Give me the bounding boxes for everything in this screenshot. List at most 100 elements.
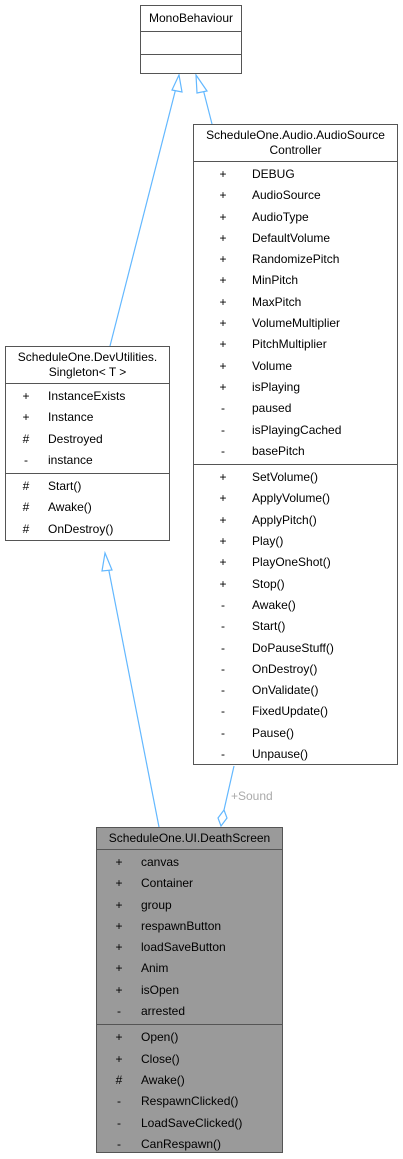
class-audiosourcecontroller[interactable]: ScheduleOne.Audio.AudioSource Controller… xyxy=(193,124,398,765)
methods-section: + Open() + Close() #Awake()-RespawnClicked()… xyxy=(97,1025,282,1157)
member-row[interactable]: + group xyxy=(97,895,282,916)
member-name: respawnButton xyxy=(141,918,222,933)
class-title-line1: ScheduleOne.DevUtilities. xyxy=(17,350,158,364)
member-name: ApplyPitch() xyxy=(252,512,317,527)
member-name: SetVolume() xyxy=(252,470,319,485)
member-row[interactable]: +AudioSource xyxy=(194,185,397,206)
attributes-section: +InstanceExists+Instance#Destroyed-insta… xyxy=(6,384,169,475)
member-row[interactable]: +isPlaying xyxy=(194,377,397,398)
member-name: OnDestroy() xyxy=(252,661,318,676)
visibility-marker: - xyxy=(221,661,225,676)
member-row[interactable]: +InstanceExists xyxy=(6,386,169,407)
member-name: group xyxy=(141,897,172,912)
attributes-section xyxy=(141,32,241,55)
member-name: Destroyed xyxy=(48,431,103,446)
member-row[interactable]: +isOpen xyxy=(97,980,282,1001)
visibility-marker: + xyxy=(219,188,227,203)
visibility-marker: + xyxy=(115,897,123,912)
visibility-marker: # xyxy=(22,479,30,494)
visibility-marker: + xyxy=(115,982,123,997)
member-row[interactable]: +MinPitch xyxy=(194,270,397,291)
member-row[interactable]: +PitchMultiplier xyxy=(194,334,397,355)
member-name: canvas xyxy=(141,855,180,869)
member-name: RandomizePitch xyxy=(252,252,340,267)
visibility-marker: + xyxy=(219,209,227,224)
member-row[interactable]: + MaxPitch xyxy=(194,292,397,313)
visibility-marker: + xyxy=(219,230,227,245)
member-name: ApplyVolume() xyxy=(252,491,331,506)
member-row[interactable]: #Awake() xyxy=(6,497,169,518)
member-row[interactable]: +DefaultVolume xyxy=(194,228,397,249)
member-name: Close() xyxy=(141,1051,180,1066)
member-row[interactable]: +SetVolume() xyxy=(194,467,397,488)
member-row[interactable]: +RandomizePitch xyxy=(194,249,397,270)
member-row[interactable]: -paused xyxy=(194,398,397,419)
member-row[interactable]: -isPlayingCached xyxy=(194,420,397,441)
member-name: RespawnClicked() xyxy=(141,1094,239,1109)
member-name: Play() xyxy=(252,534,284,549)
member-row[interactable]: #OnDestroy() xyxy=(6,519,169,540)
visibility-marker: + xyxy=(219,512,227,527)
member-row[interactable]: +Instance xyxy=(6,407,169,428)
member-row[interactable]: +loadSaveButton xyxy=(97,937,282,958)
member-row[interactable]: -LoadSaveClicked() xyxy=(97,1113,282,1134)
member-name: Volume xyxy=(252,358,293,373)
member-row[interactable]: -CanRespawn() xyxy=(97,1134,282,1155)
visibility-marker: + xyxy=(219,316,227,331)
member-name: Open() xyxy=(141,1030,179,1045)
member-row[interactable]: +Stop() xyxy=(194,574,397,595)
member-name: AudioType xyxy=(252,209,309,224)
member-name: Start() xyxy=(48,479,82,494)
methods-section xyxy=(141,55,241,77)
member-row[interactable]: -Unpause() xyxy=(194,744,397,765)
member-row[interactable]: +VolumeMultiplier xyxy=(194,313,397,334)
member-name: DEBUG xyxy=(252,167,295,181)
member-row[interactable]: #Awake() xyxy=(97,1070,282,1091)
member-row[interactable]: -Awake() xyxy=(194,595,397,616)
member-row[interactable]: +Anim xyxy=(97,958,282,979)
visibility-marker: + xyxy=(219,534,227,549)
visibility-marker: + xyxy=(115,918,123,933)
class-title: ScheduleOne.Audio.AudioSource Controller xyxy=(194,125,397,162)
member-row[interactable]: + AudioType xyxy=(194,207,397,228)
class-deathscreen[interactable]: ScheduleOne.UI.DeathScreen +canvas+Conta… xyxy=(96,827,283,1153)
visibility-marker: + xyxy=(115,1051,123,1066)
member-row[interactable]: # Start() xyxy=(6,476,169,497)
visibility-marker: + xyxy=(219,358,227,373)
member-row[interactable]: + ApplyPitch() xyxy=(194,510,397,531)
member-row[interactable]: +canvas xyxy=(97,852,282,873)
member-row[interactable]: - OnDestroy() xyxy=(194,659,397,680)
visibility-marker: - xyxy=(221,704,225,719)
class-monobehaviour[interactable]: MonoBehaviour xyxy=(140,5,242,74)
member-name: Instance xyxy=(48,410,94,425)
member-row[interactable]: -arrested xyxy=(97,1001,282,1022)
member-row[interactable]: +DEBUG xyxy=(194,164,397,185)
member-row[interactable]: +Container xyxy=(97,873,282,894)
visibility-marker: + xyxy=(219,294,227,309)
member-row[interactable]: + Open() xyxy=(97,1027,282,1048)
member-row[interactable]: -DoPauseStuff() xyxy=(194,638,397,659)
visibility-marker: + xyxy=(115,1030,123,1045)
member-name: Stop() xyxy=(252,576,285,591)
visibility-marker: + xyxy=(115,940,123,955)
member-row[interactable]: + Play() xyxy=(194,531,397,552)
member-row[interactable]: -Start() xyxy=(194,616,397,637)
member-name: MaxPitch xyxy=(252,294,302,309)
class-singleton[interactable]: ScheduleOne.DevUtilities. Singleton< T >… xyxy=(5,346,170,541)
inherit-edge-death xyxy=(107,565,160,828)
member-row[interactable]: +ApplyVolume() xyxy=(194,488,397,509)
member-row[interactable]: + respawnButton xyxy=(97,916,282,937)
member-row[interactable]: -instance xyxy=(6,450,169,471)
member-row[interactable]: -basePitch xyxy=(194,441,397,462)
member-row[interactable]: + Close() xyxy=(97,1049,282,1070)
member-row[interactable]: -FixedUpdate() xyxy=(194,701,397,722)
member-name: OnDestroy() xyxy=(48,521,114,536)
member-row[interactable]: #Destroyed xyxy=(6,429,169,450)
member-row[interactable]: + Volume xyxy=(194,356,397,377)
member-name: Container xyxy=(141,876,194,891)
member-row[interactable]: +PlayOneShot() xyxy=(194,552,397,573)
member-row[interactable]: -Pause() xyxy=(194,723,397,744)
member-row[interactable]: -RespawnClicked() xyxy=(97,1091,282,1112)
member-row[interactable]: -OnValidate() xyxy=(194,680,397,701)
